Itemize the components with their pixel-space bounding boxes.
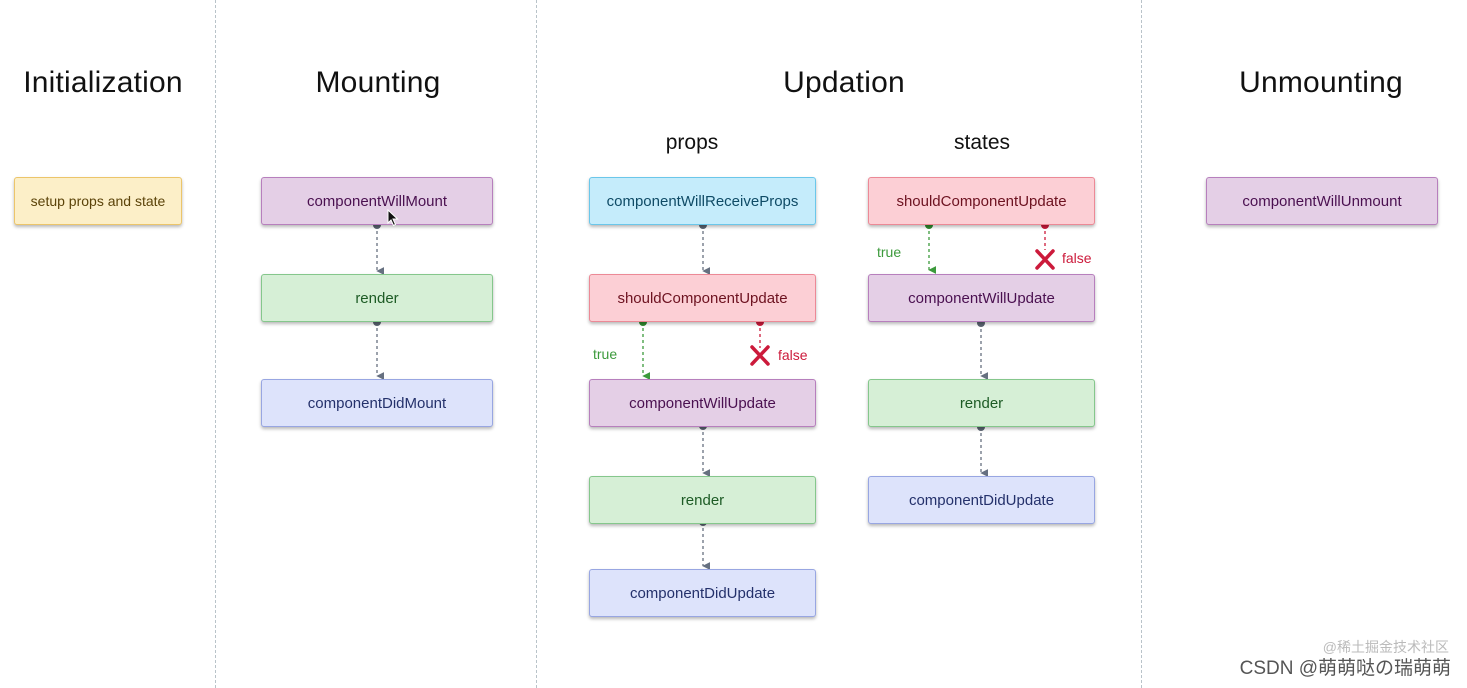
arrow-states-false <box>1041 221 1049 250</box>
arrow-states-willupdate-render <box>977 319 989 380</box>
watermark-csdn: CSDN @萌萌哒の瑞萌萌 <box>1239 658 1451 679</box>
node-component-will-unmount: componentWillUnmount <box>1206 177 1438 225</box>
false-cross-icon <box>750 345 770 366</box>
node-component-did-mount: componentDidMount <box>261 379 493 427</box>
edge-label-props-true: true <box>593 346 618 362</box>
arrow-props-true <box>639 318 651 380</box>
node-states-should-component-update: shouldComponentUpdate <box>868 177 1095 225</box>
divider-updation-unmounting <box>1141 0 1142 688</box>
arrow-props-render-didupdate <box>699 518 711 570</box>
node-component-will-mount: componentWillMount <box>261 177 493 225</box>
node-states-component-did-update: componentDidUpdate <box>868 476 1095 524</box>
phase-title-mounting: Mounting <box>315 66 441 99</box>
node-props-should-component-update: shouldComponentUpdate <box>589 274 816 322</box>
mouse-cursor-icon <box>387 209 399 227</box>
edge-label-props-false: false <box>778 347 808 363</box>
node-props-component-will-update: componentWillUpdate <box>589 379 816 427</box>
arrow-states-true <box>925 221 937 274</box>
arrow-receiveprops-shouldupdate <box>699 221 711 275</box>
node-props-component-did-update: componentDidUpdate <box>589 569 816 617</box>
node-component-will-receive-props: componentWillReceiveProps <box>589 177 816 225</box>
edge-label-states-true: true <box>877 244 902 260</box>
arrow-render-didmount <box>373 318 385 380</box>
node-states-component-will-update: componentWillUpdate <box>868 274 1095 322</box>
false-cross-icon <box>1035 249 1055 270</box>
node-setup-props-and-state: setup props and state <box>14 177 182 225</box>
node-mount-render: render <box>261 274 493 322</box>
edge-label-states-false: false <box>1062 250 1092 266</box>
divider-mounting-updation <box>536 0 537 688</box>
divider-init-mounting <box>215 0 216 688</box>
phase-title-updation: Updation <box>783 66 905 99</box>
phase-title-unmounting: Unmounting <box>1239 66 1403 99</box>
phase-title-initialization: Initialization <box>23 66 183 99</box>
arrow-props-willupdate-render <box>699 422 711 477</box>
arrow-states-render-didupdate <box>977 423 989 477</box>
node-props-render: render <box>589 476 816 524</box>
subphase-title-states: states <box>953 131 1011 154</box>
arrow-props-false <box>756 318 764 348</box>
subphase-title-props: props <box>665 131 719 154</box>
arrow-willmount-render <box>373 221 385 275</box>
node-states-render: render <box>868 379 1095 427</box>
watermark-juejin: @稀土掘金技术社区 <box>1322 639 1449 655</box>
